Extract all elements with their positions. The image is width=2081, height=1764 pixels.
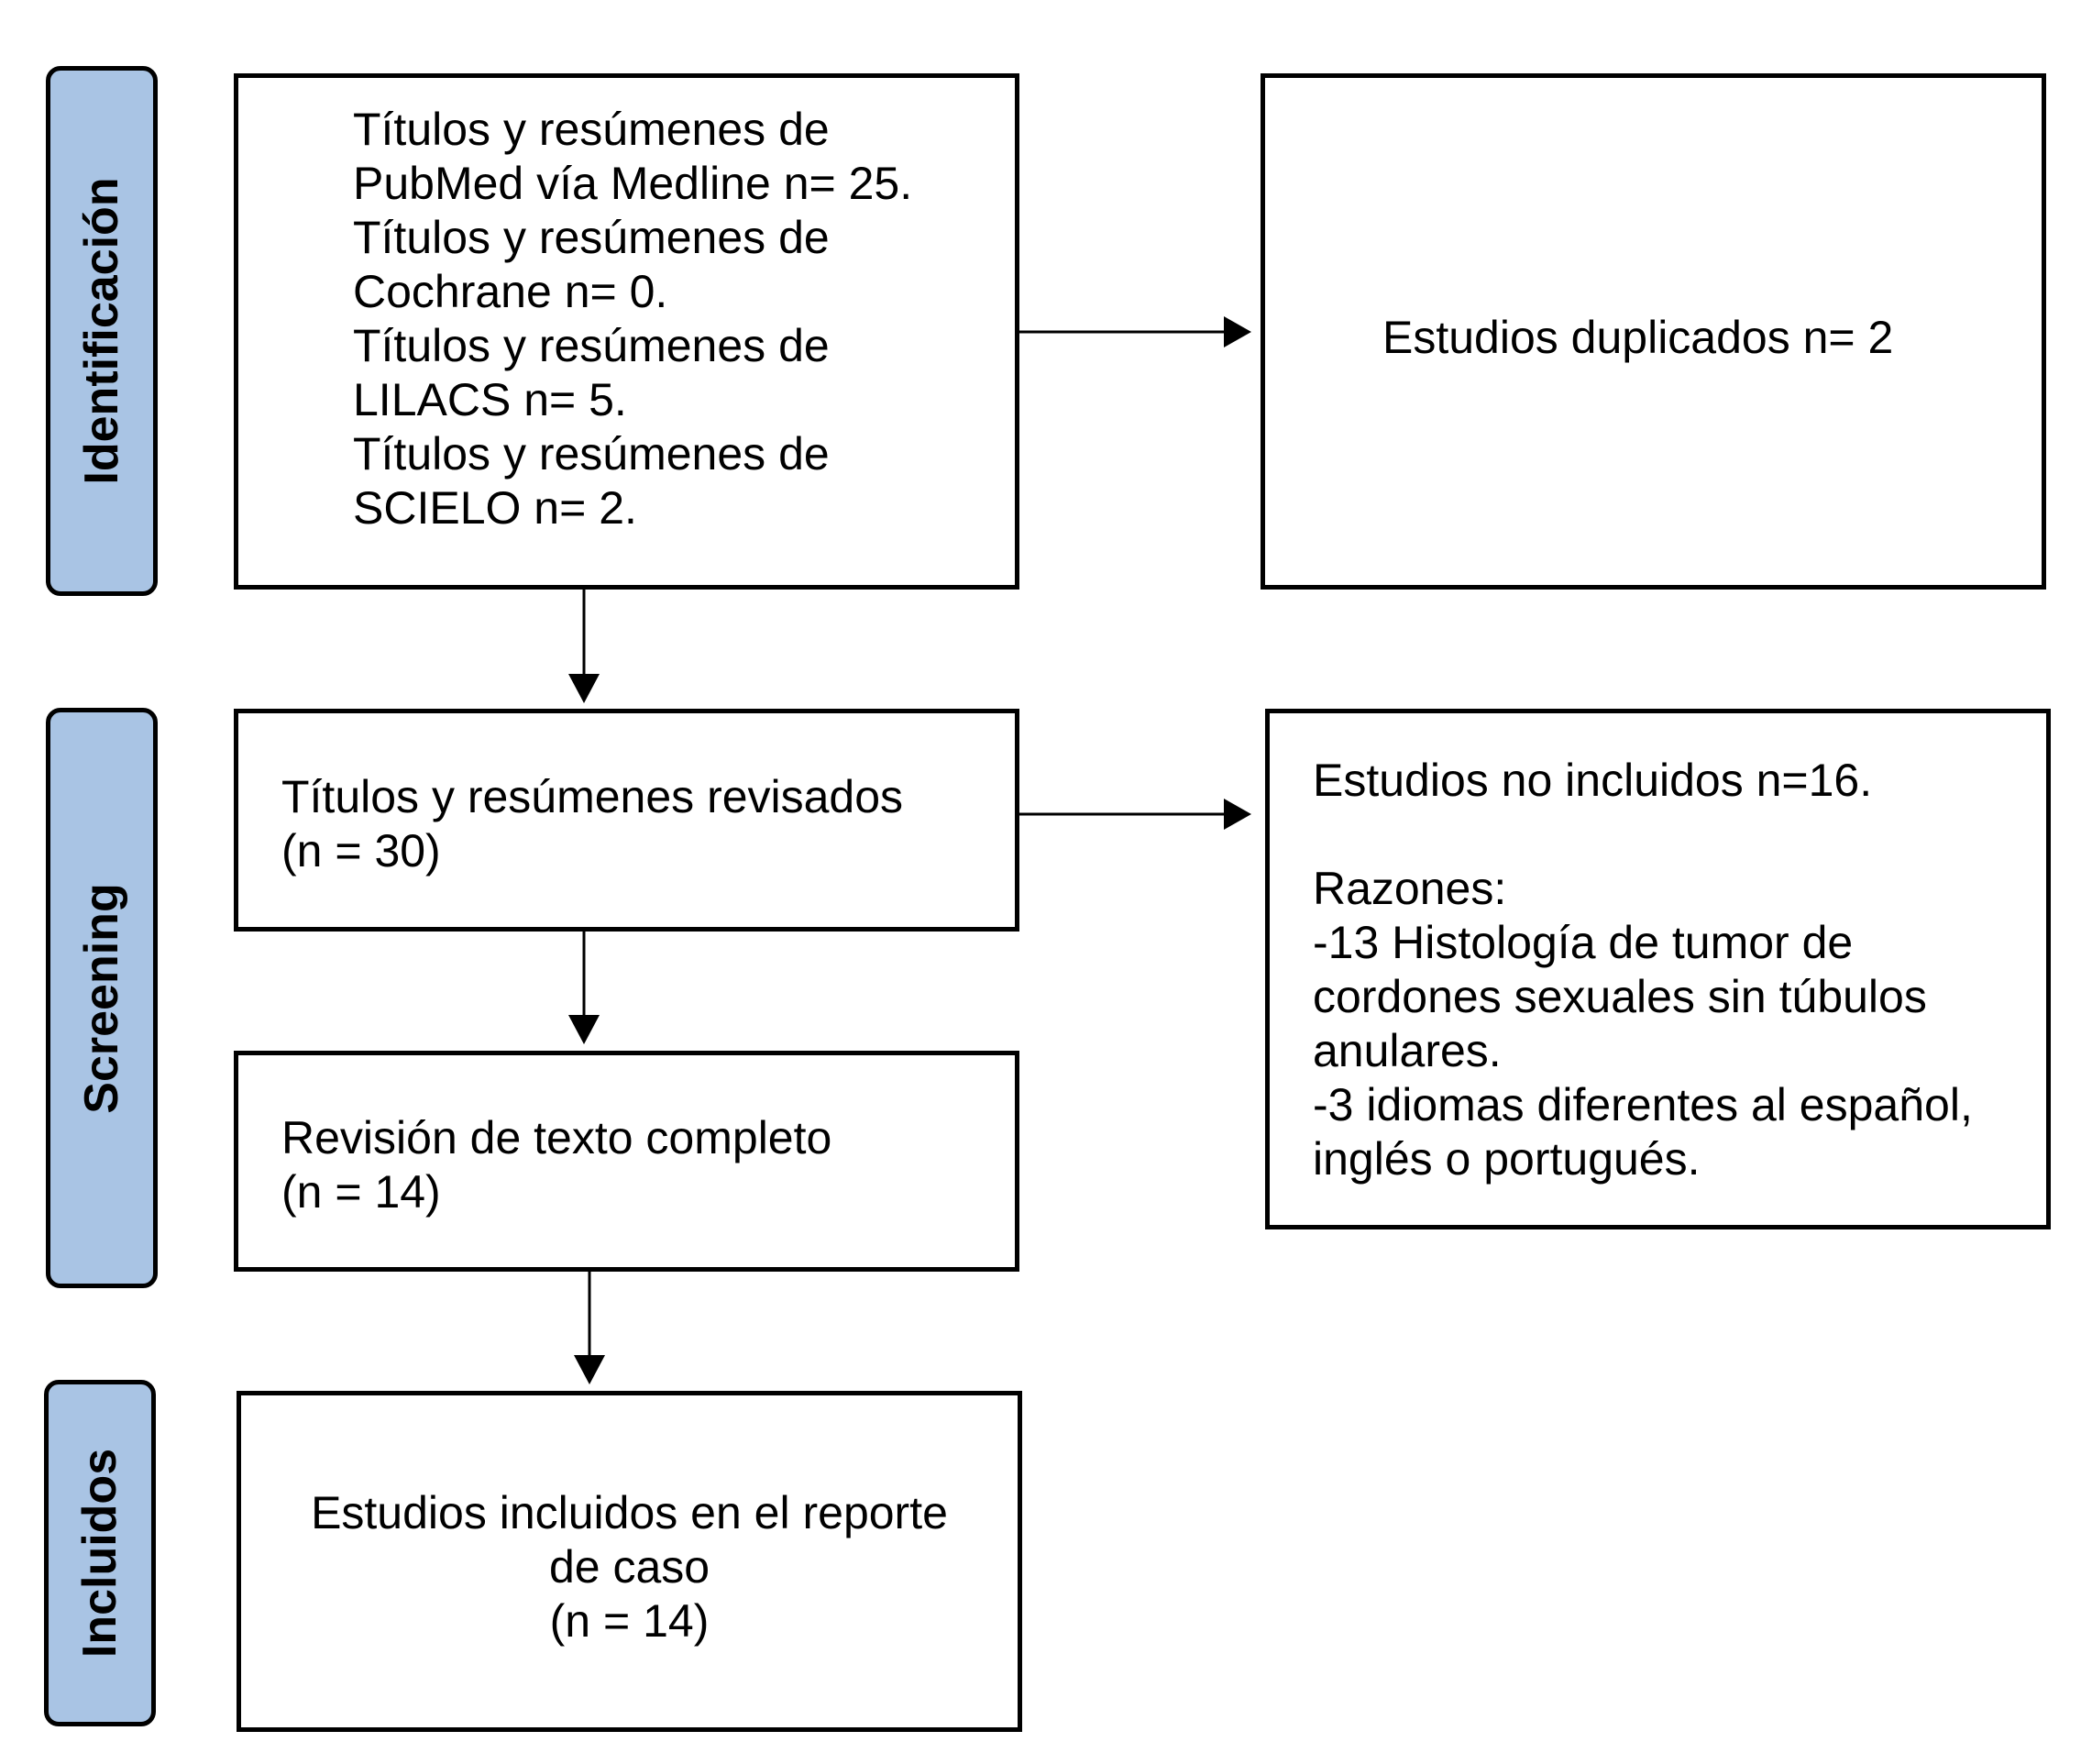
records-identified-box: Títulos y resúmenes de PubMed vía Medlin… [234,73,1019,590]
records-line: LILACS n= 5. [353,374,627,425]
screened-line: Títulos y resúmenes revisados [281,771,904,822]
phase-screening: Screening [46,708,158,1288]
arrow-screened-to-excluded [1019,799,1251,830]
excluded-box: Estudios no incluidos n=16. Razones: -13… [1265,709,2051,1229]
records-line: Cochrane n= 0. [353,266,668,317]
included-line: de caso [548,1541,710,1593]
duplicates-box: Estudios duplicados n= 2 [1261,73,2046,590]
records-line: Títulos y resúmenes de [353,104,830,155]
duplicates-line: Estudios duplicados n= 2 [1382,312,1894,363]
phase-identification: Identificación [46,66,158,596]
included-count: (n = 14) [549,1595,710,1647]
excluded-line: Razones: [1313,863,1507,914]
excluded-line: anulares. [1313,1025,1502,1076]
excluded-line: -3 idiomas diferentes al español, [1313,1079,1973,1130]
excluded-line: inglés o portugués. [1313,1133,1701,1185]
included-line: Estudios incluidos en el reporte [311,1487,948,1538]
excluded-line: cordones sexuales sin túbulos [1313,971,1927,1022]
full-text-line: Revisión de texto completo [281,1112,832,1163]
records-line: Títulos y resúmenes de [353,428,830,480]
excluded-line: Estudios no incluidos n=16. [1313,755,1873,806]
screened-box: Títulos y resúmenes revisados (n = 30) [234,709,1019,932]
arrow-screened-to-fulltext [568,932,600,1044]
records-line: Títulos y resúmenes de [353,320,830,371]
full-text-count: (n = 14) [281,1166,441,1218]
records-line: SCIELO n= 2. [353,482,637,534]
excluded-line [1313,808,2046,862]
full-text-box: Revisión de texto completo (n = 14) [234,1051,1019,1272]
excluded-line: -13 Histología de tumor de [1313,917,1854,968]
arrow-identification-to-duplicates [1019,316,1251,347]
arrow-identification-to-screened [568,590,600,703]
screened-count: (n = 30) [281,825,441,876]
records-line: Títulos y resúmenes de [353,212,830,263]
included-box: Estudios incluidos en el reporte de caso… [237,1391,1022,1732]
arrow-fulltext-to-included [574,1272,605,1384]
records-line: PubMed vía Medline n= 25. [353,158,913,209]
phase-included: Incluidos [44,1380,156,1726]
